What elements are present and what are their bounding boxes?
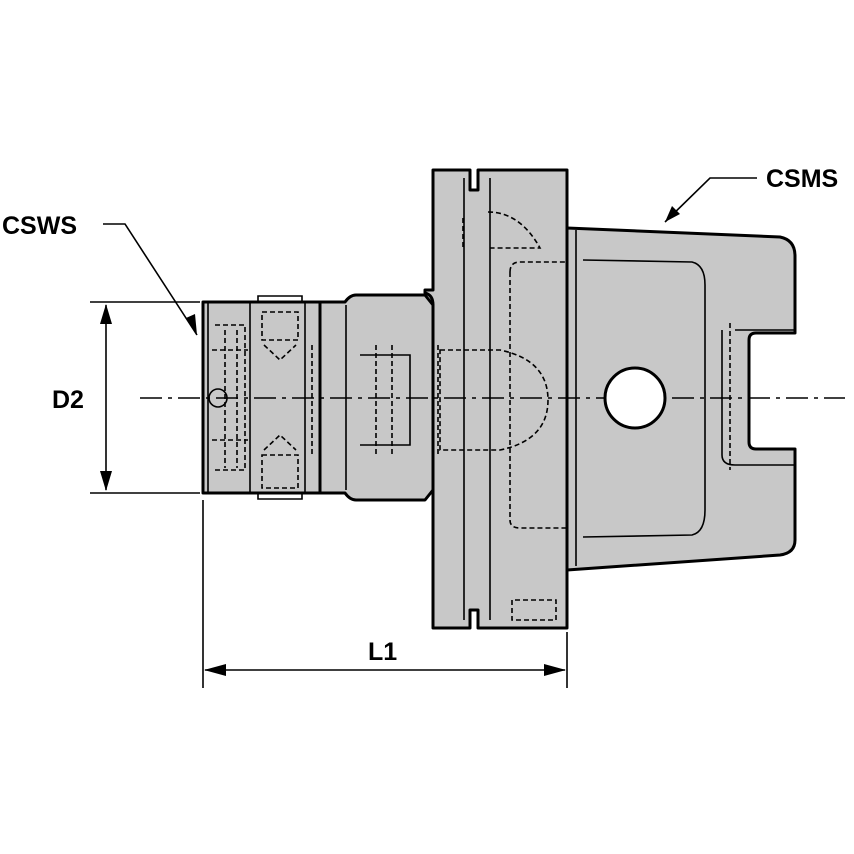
d2-dimension <box>90 301 200 494</box>
csws-leader <box>103 223 198 336</box>
csms-leader <box>664 177 757 223</box>
coolant-hole <box>603 366 667 430</box>
l1-label: L1 <box>368 638 397 666</box>
csws-label: CSWS <box>2 212 77 240</box>
l1-dimension <box>202 500 568 688</box>
flange <box>423 168 569 630</box>
machine-side-taper <box>565 226 797 572</box>
d2-label: D2 <box>52 386 84 414</box>
csms-label: CSMS <box>766 165 838 193</box>
